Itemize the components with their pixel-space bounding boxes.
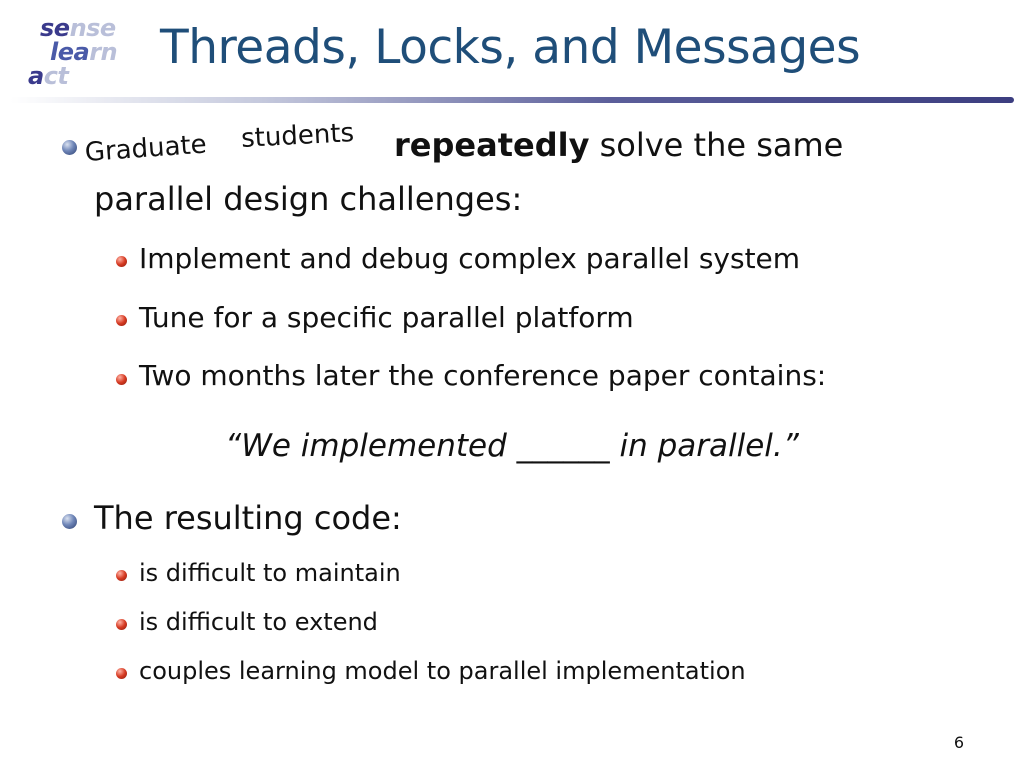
sub-bullet-icon [116, 374, 127, 385]
bullet-1-line-2: parallel design challenges: [94, 180, 523, 218]
logo-line-2: learn [50, 38, 118, 66]
bullet-icon [62, 140, 77, 155]
handwritten-word-students: students [240, 118, 355, 154]
emphasis-repeatedly: repeatedly [394, 126, 590, 164]
sub-bullet-6: couples learning model to parallel imple… [139, 657, 746, 685]
bullet-1-rest: solve the same [599, 126, 844, 164]
sub-bullet-icon [116, 315, 127, 326]
logo: sense learn act [22, 14, 132, 92]
logo-line-1: sense [40, 14, 116, 42]
sub-bullet-icon [116, 668, 127, 679]
sub-bullet-1: Implement and debug complex parallel sys… [139, 242, 801, 275]
handwritten-word-graduate: Graduate [83, 129, 208, 168]
logo-line-3: act [28, 62, 69, 90]
quote-text: “We implemented ______ in parallel.” [225, 428, 799, 464]
sub-bullet-2: Tune for a specific parallel platform [139, 301, 634, 334]
slide-title: Threads, Locks, and Messages [160, 20, 861, 75]
sub-bullet-icon [116, 619, 127, 630]
bullet-1-line-1: repeatedly solve the same [394, 126, 843, 164]
page-number: 6 [953, 733, 964, 752]
bullet-icon [62, 514, 77, 529]
sub-bullet-icon [116, 570, 127, 581]
bullet-2-text: The resulting code: [94, 499, 402, 537]
sub-bullet-5: is difficult to extend [139, 608, 378, 636]
sub-bullet-4: is difficult to maintain [139, 559, 401, 587]
sub-bullet-icon [116, 256, 127, 267]
title-divider [10, 97, 1014, 103]
sub-bullet-3: Two months later the conference paper co… [139, 359, 827, 392]
